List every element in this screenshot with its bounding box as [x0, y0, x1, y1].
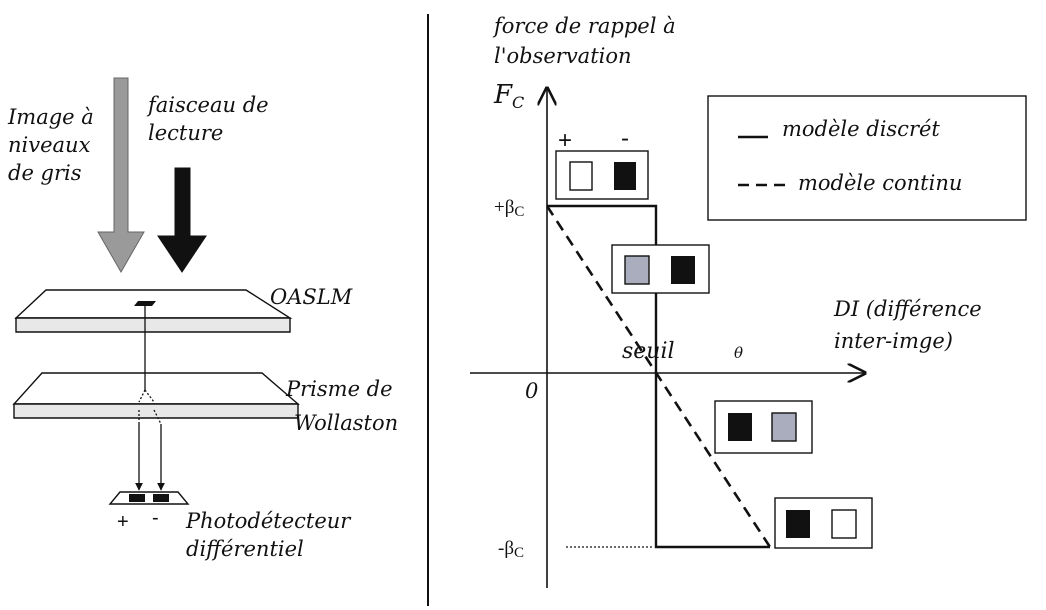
wollaston-prism-plate	[12, 372, 300, 419]
corner-plus: +	[558, 127, 572, 154]
pixel-pair-gray-black	[611, 244, 710, 294]
image-label: Image à niveaux de gris	[7, 105, 100, 185]
legend: modèle discrét modèle continu	[707, 95, 1027, 221]
oaslm-plate	[14, 289, 293, 333]
light-rays	[135, 306, 165, 491]
discrete-model-line	[547, 204, 770, 549]
oaslm-label: OASLM	[270, 285, 353, 309]
beam-label: faisceau de lecture	[146, 93, 275, 145]
legend-continuous-label: modèle continu	[798, 171, 962, 195]
graph-panel: force de rappel à l'observation FC DI (d…	[470, 14, 1027, 588]
gray-image-arrow	[97, 77, 145, 274]
prism-label: Prisme de Wollaston	[285, 377, 399, 435]
origin-label: 0	[525, 379, 538, 403]
photodetector	[108, 491, 190, 505]
left-panel: Image à niveaux de gris faisceau de lect…	[7, 77, 399, 561]
pixel-pair-black-white	[774, 497, 873, 549]
threshold-symbol: θ	[734, 344, 743, 362]
legend-discrete-label: modèle discrét	[782, 117, 940, 141]
pixel-pair-black-gray	[714, 400, 813, 454]
x-axis-label: DI (différence inter-imge)	[833, 297, 988, 353]
black-beam-arrow	[157, 167, 207, 273]
graph-title: force de rappel à l'observation	[492, 14, 682, 68]
corner-minus: -	[621, 125, 629, 152]
neg-beta-label: -βC	[498, 538, 524, 561]
pos-beta-label: +βC	[494, 197, 524, 220]
continuous-model-line	[545, 205, 772, 548]
pixel-pair-white-black	[555, 150, 649, 200]
legend-box	[707, 95, 1027, 221]
detector-minus: -	[152, 507, 159, 529]
y-axis-label: FC	[493, 80, 524, 112]
detector-plus: +	[117, 511, 129, 533]
threshold-label: seuil	[622, 339, 675, 364]
detector-label: Photodétecteur différentiel	[185, 509, 357, 561]
